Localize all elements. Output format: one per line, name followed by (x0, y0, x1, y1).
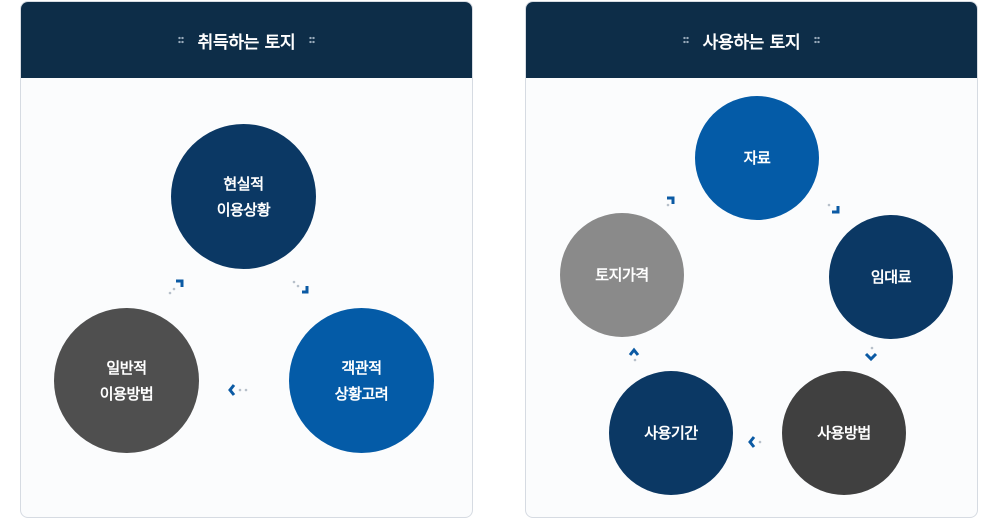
dots-icon (309, 36, 316, 44)
node-actual-usage: 현실적 이용상황 (171, 124, 316, 269)
acquired-land-title: 취득하는 토지 (197, 32, 296, 53)
node-general-usage: 일반적 이용방법 (54, 308, 199, 453)
used-land-header: 사용하는 토지 (526, 2, 977, 78)
node-usage-method-label: 사용방법 (817, 424, 871, 442)
node-land-price: 토지가격 (560, 213, 684, 337)
node-general-usage-line2: 이용방법 (99, 384, 154, 403)
node-usage-period: 사용기간 (609, 371, 733, 495)
node-general-usage-line1: 일반적 (106, 358, 147, 377)
node-objective-situation-line2: 상황고려 (334, 384, 389, 403)
node-actual-usage-line2: 이용상황 (216, 200, 271, 219)
node-rent: 임대료 (829, 215, 953, 339)
arrow-up-icon (623, 342, 647, 366)
arrow-up-right-icon (166, 276, 190, 300)
node-rent-label: 임대료 (870, 268, 912, 286)
node-land-price-label: 토지가격 (595, 266, 649, 284)
arrow-down-right-icon (291, 278, 315, 302)
acquired-land-header: 취득하는 토지 (21, 2, 472, 78)
node-objective-situation-line1: 객관적 (341, 358, 382, 377)
arrow-left-icon (226, 378, 250, 402)
dots-icon (814, 36, 821, 44)
dots-icon (177, 36, 184, 44)
arrow-up-right-icon (661, 193, 685, 217)
node-data: 자료 (695, 96, 819, 220)
node-actual-usage-line1: 현실적 (223, 174, 264, 193)
used-land-diagram: 자료 임대료 사용방법 사용기간 토지가격 (526, 78, 977, 517)
node-objective-situation: 객관적 상황고려 (289, 308, 434, 453)
arrow-left-icon (744, 430, 768, 454)
node-data-label: 자료 (743, 149, 771, 167)
arrow-down-right-icon (824, 198, 848, 222)
acquired-land-diagram: 현실적 이용상황 객관적 상황고려 일반적 이용방법 (21, 78, 472, 517)
used-land-panel: 사용하는 토지 자료 임대료 사용방법 사용기간 토지가격 (525, 1, 978, 518)
acquired-land-panel: 취득하는 토지 현실적 이용상황 객관적 상황고려 일반적 이용방법 (20, 1, 473, 518)
dots-icon (682, 36, 689, 44)
node-usage-method: 사용방법 (782, 371, 906, 495)
node-usage-period-label: 사용기간 (644, 424, 698, 442)
used-land-title: 사용하는 토지 (702, 32, 801, 53)
arrow-down-icon (860, 344, 884, 368)
